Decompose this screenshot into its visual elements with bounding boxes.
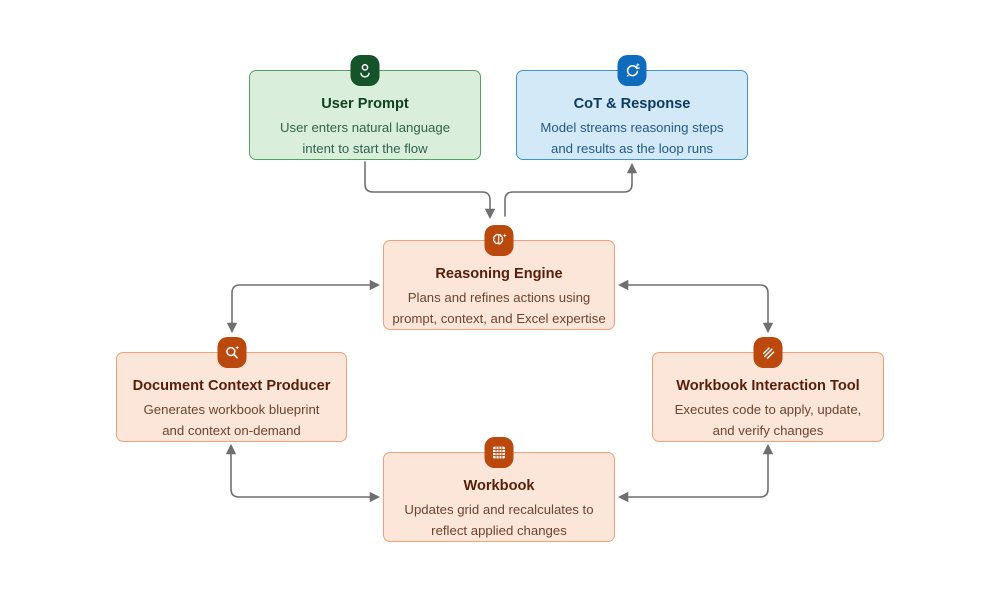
node-document-context-producer: Document Context Producer Generates work…	[116, 337, 347, 442]
node-title: User Prompt	[321, 96, 409, 112]
node-title: CoT & Response	[573, 96, 691, 112]
node-description: User enters natural language intent to s…	[279, 120, 451, 156]
person-icon	[350, 55, 380, 86]
node-reasoning-engine: Reasoning Engine Plans and refines actio…	[383, 225, 615, 330]
edge-engine-workbooktool	[617, 279, 774, 334]
node-workbook-interaction-tool: Workbook Interaction Tool Executes code …	[652, 337, 884, 442]
node-workbook: Workbook Updates grid and recalculates t…	[383, 437, 615, 542]
node-title: Workbook Interaction Tool	[676, 378, 860, 394]
edge-engine-doccontext	[226, 279, 381, 334]
edge-doccontext-workbook	[225, 443, 381, 503]
brain-sparkle-icon	[484, 225, 514, 256]
scribble-pen-icon	[753, 337, 783, 368]
node-title: Workbook	[463, 478, 535, 494]
edge-userprompt-to-engine	[364, 161, 496, 220]
spreadsheet-grid-icon	[484, 437, 514, 468]
edge-engine-to-cot	[504, 162, 638, 217]
node-title: Reasoning Engine	[435, 266, 563, 282]
edge-workbook-workbooktool	[617, 443, 774, 503]
node-description: Updates grid and recalculates to reflect…	[404, 502, 594, 538]
node-description: Plans and refines actions using prompt, …	[392, 290, 606, 326]
node-user-prompt: User Prompt User enters natural language…	[249, 55, 481, 160]
node-description: Executes code to apply, update, and veri…	[674, 402, 862, 438]
search-sparkle-icon	[217, 337, 246, 368]
node-description: Generates workbook blueprint and context…	[143, 402, 320, 438]
node-title: Document Context Producer	[132, 378, 331, 394]
node-cot-response: CoT & Response Model streams reasoning s…	[516, 55, 748, 160]
chat-sync-sparkle-icon	[617, 55, 647, 86]
node-description: Model streams reasoning steps and result…	[540, 120, 724, 156]
